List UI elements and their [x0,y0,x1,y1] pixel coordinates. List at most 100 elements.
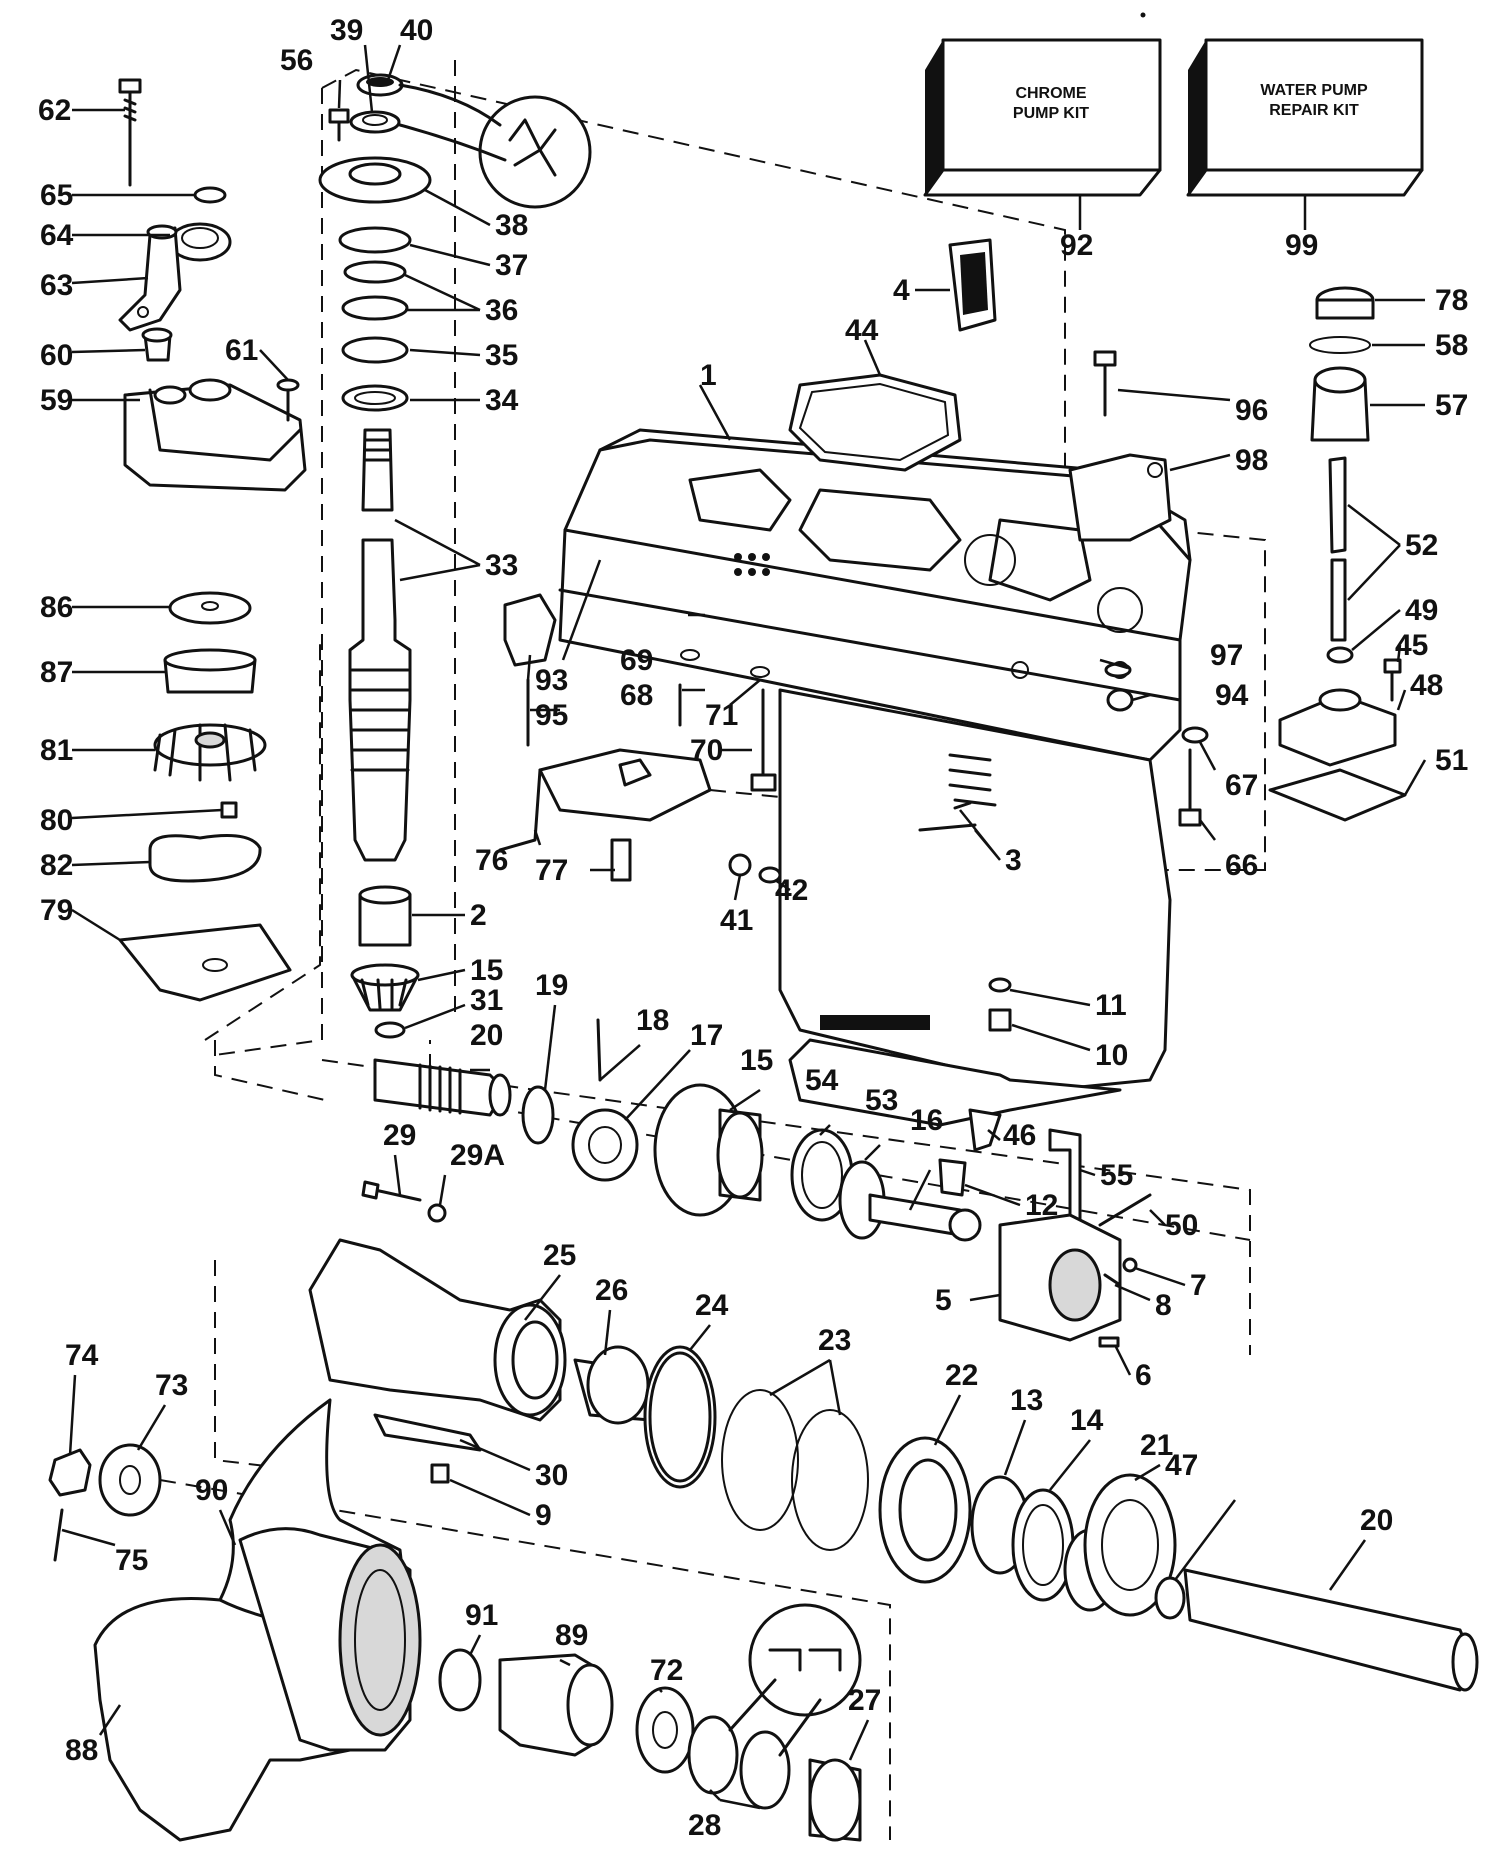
speck [1140,12,1146,18]
callout-94: 94 [1215,679,1249,712]
callout-19: 19 [535,969,568,1002]
kit-water-line2: REPAIR KIT [1269,102,1359,119]
propeller-parts [48,1398,862,1842]
callout-73: 73 [155,1369,188,1402]
callout-5: 5 [935,1284,952,1317]
callout-11: 11 [1095,989,1127,1022]
callout-97: 97 [1210,639,1243,672]
callout-57: 57 [1435,389,1468,422]
callout-60: 60 [40,339,73,372]
callout-42: 42 [775,874,808,907]
callout-9: 9 [535,1499,552,1532]
callout-1: 1 [700,359,717,392]
callout-17: 17 [690,1019,723,1052]
callout-87: 87 [40,656,73,689]
callout-2: 2 [470,899,487,932]
callout-7: 7 [1190,1269,1207,1302]
callout-27: 27 [848,1684,881,1717]
gearcase-housing [558,428,1192,1127]
callout-13: 13 [1010,1384,1043,1417]
callout-14: 14 [1070,1404,1104,1437]
callout-95: 95 [535,699,568,732]
callout-70: 70 [690,734,723,767]
callout-62: 62 [38,94,71,127]
callout-22: 22 [945,1359,978,1392]
callout-labels: 1 2 3 4 5 6 7 8 9 10 11 12 13 14 15 15 1… [38,14,1468,1842]
callout-59: 59 [40,384,73,417]
callout-99: 99 [1285,229,1318,262]
callout-35: 35 [485,339,518,372]
kit-chrome-line1: CHROME [1015,85,1086,102]
kit-box-chrome-pump: CHROME PUMP KIT [923,38,1162,197]
callout-20-pinion-shaft: 20 [470,1019,503,1052]
callout-44: 44 [845,314,879,347]
callout-89: 89 [555,1619,588,1652]
callout-4: 4 [893,274,910,307]
callout-81: 81 [40,734,73,767]
callout-56: 56 [280,44,313,77]
callout-41: 41 [720,904,753,937]
callout-18: 18 [636,1004,669,1037]
callout-78: 78 [1435,284,1468,317]
callout-24: 24 [695,1289,729,1322]
callout-71: 71 [705,699,738,732]
callout-69: 69 [620,644,653,677]
callout-25: 25 [543,1239,576,1272]
callout-65: 65 [40,179,73,212]
callout-77: 77 [535,854,568,887]
callout-67: 67 [1225,769,1258,802]
callout-66: 66 [1225,849,1258,882]
callout-46: 46 [1003,1119,1036,1152]
callout-80: 80 [40,804,73,837]
callout-90: 90 [195,1474,228,1507]
forward-gear-parts [373,1018,1152,1348]
callout-76: 76 [475,844,508,877]
callout-37: 37 [495,249,528,282]
callout-74: 74 [65,1339,99,1372]
callout-15-forward-gear: 15 [740,1044,773,1077]
kit-box-water-pump-repair: WATER PUMP REPAIR KIT [1186,38,1424,197]
kit-water-line1: WATER PUMP [1260,82,1368,99]
callout-75: 75 [115,1544,148,1577]
callout-45: 45 [1395,629,1428,662]
callout-58: 58 [1435,329,1468,362]
callout-54: 54 [805,1064,839,1097]
callout-68: 68 [620,679,653,712]
callout-16: 16 [910,1104,943,1137]
callout-20-propeller-shaft: 20 [1360,1504,1393,1537]
leader-lines [61,44,1427,1810]
callout-10: 10 [1095,1039,1128,1072]
callout-36: 36 [485,294,518,327]
callout-51: 51 [1435,744,1468,777]
callout-26: 26 [595,1274,628,1307]
callout-50: 50 [1165,1209,1198,1242]
callout-52: 52 [1405,529,1438,562]
callout-88: 88 [65,1734,98,1767]
callout-79: 79 [40,894,73,927]
callout-47: 47 [1165,1449,1198,1482]
callout-8: 8 [1155,1289,1172,1322]
callout-55: 55 [1100,1159,1133,1192]
callout-82: 82 [40,849,73,882]
callout-39: 39 [330,14,363,47]
callout-28: 28 [688,1809,721,1842]
right-side-parts [498,238,1407,1032]
kit-chrome-line2: PUMP KIT [1013,105,1089,122]
callout-34: 34 [485,384,519,417]
callout-31: 31 [470,984,503,1017]
water-pump-parts [118,78,307,1002]
callout-49: 49 [1405,594,1438,627]
callout-96: 96 [1235,394,1268,427]
callout-38: 38 [495,209,528,242]
callout-64: 64 [40,219,74,252]
callout-40: 40 [400,14,433,47]
callout-15-pinion: 15 [470,954,503,987]
bearing-carrier-parts [308,1180,1479,1692]
callout-29a: 29A [450,1139,505,1172]
callout-29: 29 [383,1119,416,1152]
callout-72: 72 [650,1654,683,1687]
callout-53: 53 [865,1084,898,1117]
callout-12: 12 [1025,1189,1058,1222]
callout-3: 3 [1005,844,1022,877]
